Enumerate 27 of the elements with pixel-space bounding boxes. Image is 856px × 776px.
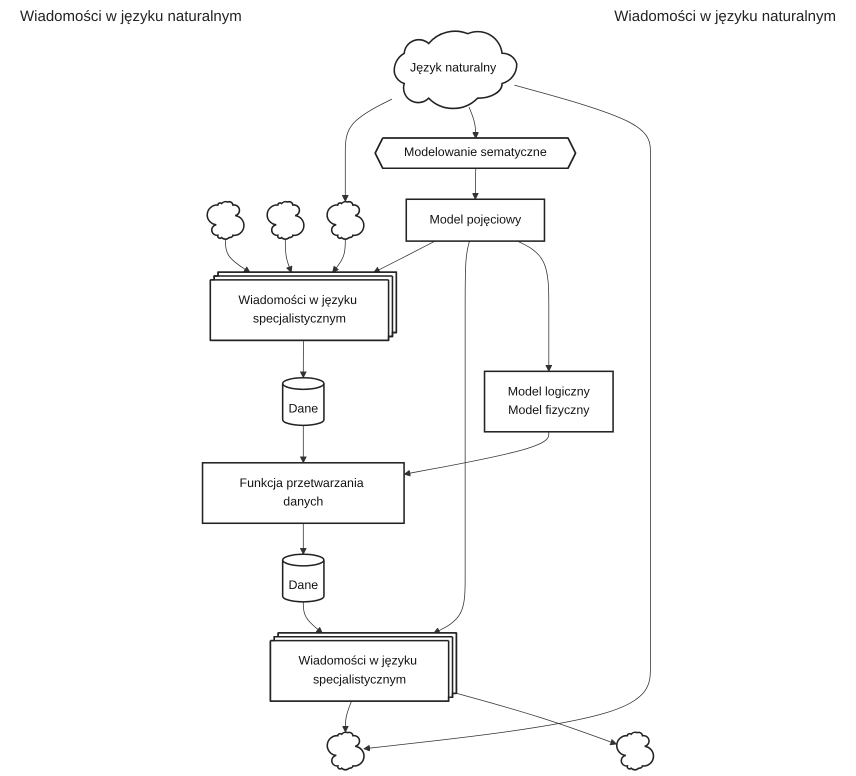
arrow: [468, 106, 480, 139]
arrow: [472, 168, 479, 200]
group-label: Wiadomości w języku naturalnym: [20, 8, 242, 25]
arrow: [300, 340, 307, 378]
arrow: [342, 98, 392, 202]
arrow: [433, 240, 470, 634]
arrow: [517, 240, 552, 372]
arrow: [373, 240, 436, 273]
arrow: [342, 701, 352, 732]
arrow: [284, 238, 292, 273]
node-cloud: [616, 732, 654, 771]
arrow: [332, 238, 346, 273]
node-box: Funkcja przetwarzania danych: [202, 462, 405, 524]
group-label: Wiadomości w języku naturalnym: [614, 8, 836, 25]
arrow: [302, 601, 323, 634]
node-box: Model logiczny Model fizyczny: [484, 370, 614, 433]
arrow: [300, 424, 307, 464]
node-cloud: [266, 200, 305, 240]
arrow: [363, 84, 651, 752]
arrow: [300, 522, 307, 555]
arrow: [225, 238, 250, 273]
node-box: Model pojęciowy: [406, 198, 546, 242]
node-cloud: [326, 200, 365, 240]
arrow: [456, 692, 617, 746]
node-cloud: [206, 200, 245, 240]
arrow: [404, 431, 550, 476]
node-cloud: [326, 732, 365, 771]
